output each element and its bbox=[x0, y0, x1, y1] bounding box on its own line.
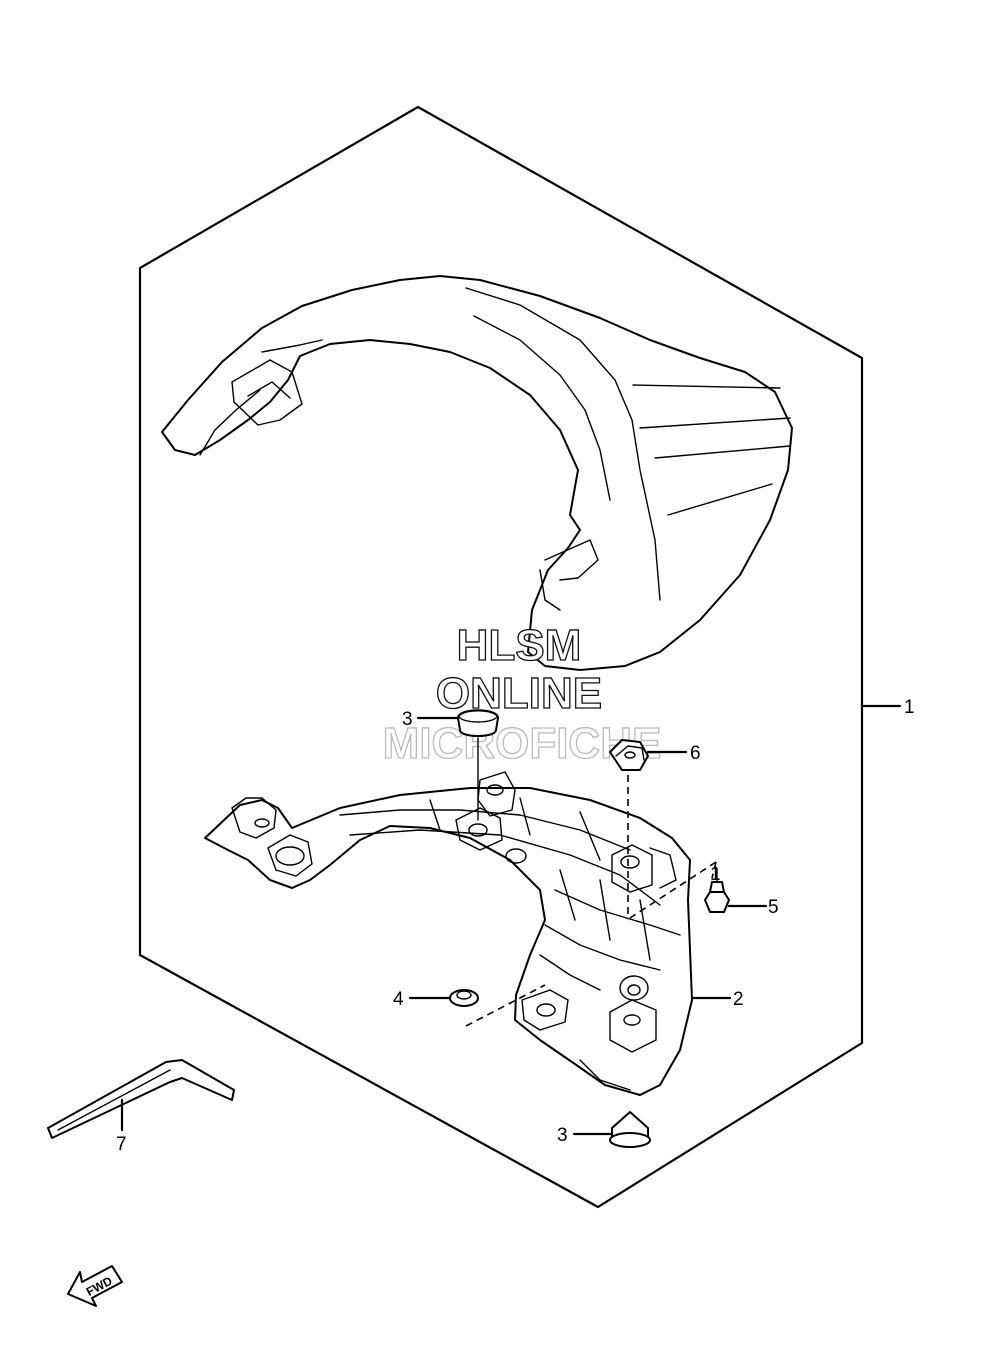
callout-3-bottom: 3 bbox=[557, 1125, 568, 1146]
seat-base-frame bbox=[204, 771, 693, 1096]
grommet-small bbox=[449, 989, 479, 1007]
clip-nut bbox=[609, 739, 649, 771]
callout-2: 2 bbox=[733, 989, 744, 1010]
callout-4: 4 bbox=[393, 989, 404, 1010]
hex-wrench bbox=[47, 1059, 235, 1139]
callout-6: 6 bbox=[690, 743, 701, 764]
seat-cowl bbox=[161, 275, 793, 671]
assembly-outline bbox=[138, 105, 864, 1209]
watermark-line2: ONLINE bbox=[436, 669, 602, 718]
callout-3-top: 3 bbox=[402, 709, 413, 730]
bolt bbox=[704, 867, 730, 913]
callout-1: 1 bbox=[904, 697, 915, 718]
watermark-line3: MICROFICHE bbox=[383, 719, 662, 768]
callout-5: 5 bbox=[768, 897, 779, 918]
watermark-line1: HLSM bbox=[457, 621, 582, 670]
fwd-arrow-icon: FWD bbox=[67, 1265, 123, 1307]
callout-7: 7 bbox=[116, 1134, 127, 1155]
watermark: HLSM ONLINE MICROFICHE bbox=[382, 620, 662, 768]
callout-1-small: 1 bbox=[710, 864, 721, 885]
grommet-bottom bbox=[609, 1111, 651, 1148]
callout-leaders bbox=[120, 704, 902, 1136]
grommet-top bbox=[457, 709, 499, 821]
